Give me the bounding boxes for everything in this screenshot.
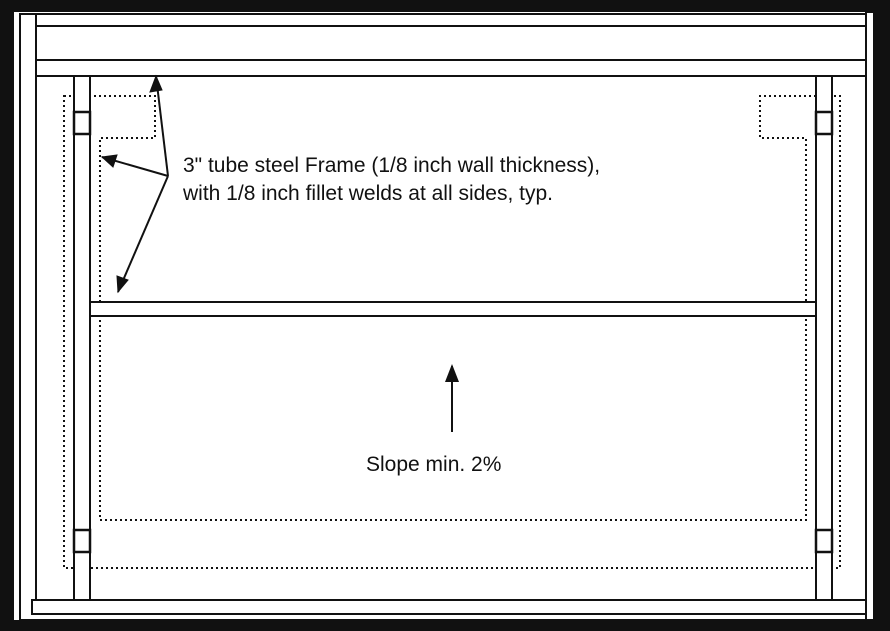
outer-border-left [0, 0, 14, 631]
bracket-bottom-right [814, 528, 834, 554]
top-beam [35, 59, 867, 77]
right-vertical-tube [815, 75, 833, 601]
frame-note-line1: 3" tube steel Frame (1/8 inch wall thick… [183, 154, 600, 177]
bracket-top-left [72, 110, 92, 136]
bracket-top-right [814, 110, 834, 136]
slope-arrowhead [445, 364, 459, 382]
frame-note-leaders [101, 75, 169, 293]
frame-note-line2: with 1/8 inch fillet welds at all sides,… [182, 182, 553, 205]
slope-note: Slope min. 2% [366, 453, 501, 476]
outer-border-top [0, 0, 890, 12]
outer-border-bottom [0, 620, 890, 631]
bracket-bottom-left [72, 528, 92, 554]
bottom-beam [31, 599, 867, 615]
inner-panel-outline [19, 13, 867, 621]
frame-note-arrowheads [100, 74, 163, 294]
outer-border-right [874, 0, 890, 631]
middle-cross-beam [89, 301, 817, 317]
left-vertical-tube [73, 75, 91, 601]
inner-border-right [865, 11, 875, 621]
